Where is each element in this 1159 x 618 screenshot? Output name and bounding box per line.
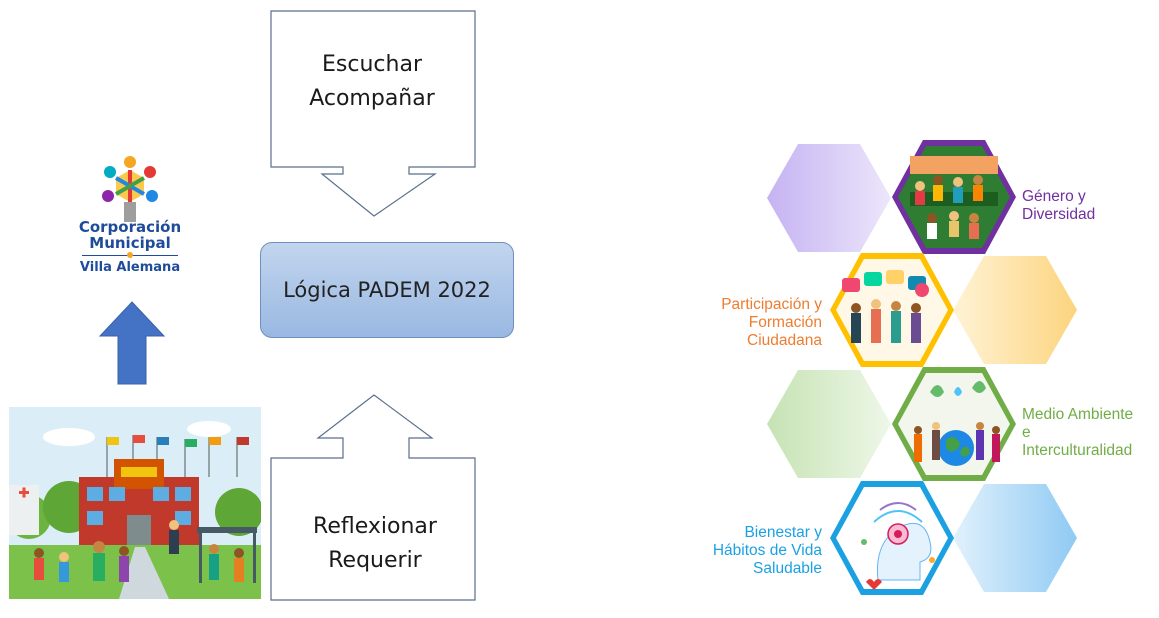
top-callout-line1: Escuchar — [322, 52, 422, 77]
label-bienestar-line1: Bienestar y — [744, 524, 822, 541]
bottom-callout-shape — [270, 394, 476, 601]
padem-logic-box — [260, 242, 514, 338]
hex-faded-orange — [953, 256, 1077, 364]
label-medio-line2: e — [1022, 424, 1031, 441]
label-participacion-line2: Formación — [748, 314, 822, 331]
bottom-callout-line1: Reflexionar — [313, 514, 437, 539]
hex-faded-blue — [953, 484, 1077, 592]
padem-logic-label: Lógica PADEM 2022 — [283, 278, 491, 302]
top-callout-line2: Acompañar — [309, 86, 435, 111]
label-participacion-line3: Ciudadana — [747, 332, 822, 349]
label-genero-line2: Diversidad — [1022, 206, 1096, 223]
school-illustration — [9, 407, 261, 599]
hex-faded-green — [767, 370, 891, 478]
label-genero-line1: Género y — [1022, 188, 1086, 205]
top-callout-shape — [270, 10, 476, 217]
corporacion-logo: Corporación Municipal Villa Alemana — [68, 148, 192, 286]
label-medio-line3: Interculturalidad — [1022, 442, 1133, 459]
logo-line-corporacion: Corporación — [78, 218, 182, 236]
logo-line-municipal: Municipal — [89, 234, 171, 252]
bottom-callout-line2: Requerir — [328, 548, 422, 573]
people-circle-icon — [102, 156, 158, 222]
label-bienestar-line2: Hábitos de Vida — [712, 542, 822, 559]
label-bienestar-line3: Saludable — [753, 560, 822, 577]
up-arrow-icon — [98, 301, 166, 385]
logo-line-villa-alemana: Villa Alemana — [79, 260, 181, 275]
hex-faded-purple — [767, 144, 891, 252]
label-participacion-line1: Participación y — [721, 296, 822, 313]
logo-divider-dot — [127, 252, 133, 258]
hexagon-cluster — [767, 140, 1077, 595]
label-medio-line1: Medio Ambiente — [1022, 406, 1134, 423]
